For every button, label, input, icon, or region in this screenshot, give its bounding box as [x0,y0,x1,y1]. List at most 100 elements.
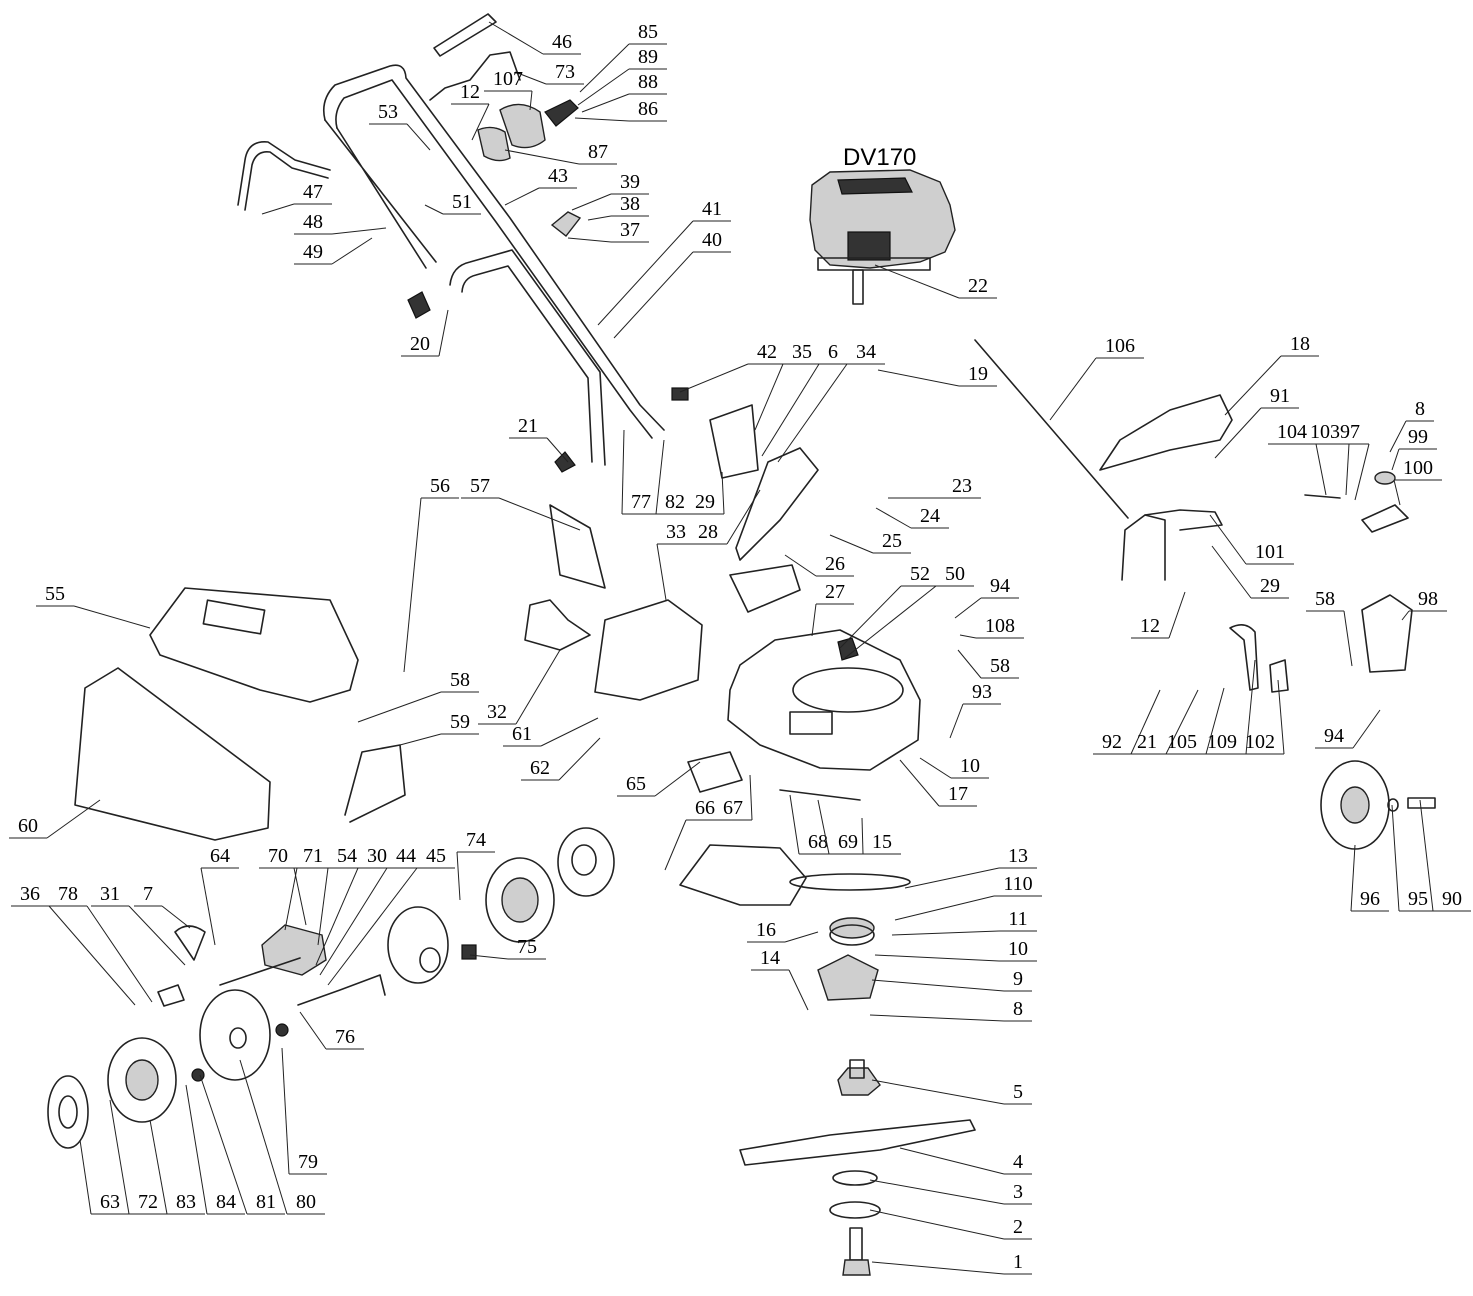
callout-number: 106 [1105,335,1135,357]
callout-88: 88 [581,71,667,113]
callout-number: 13 [1008,845,1028,867]
callout-leader-line [327,867,418,986]
callout-leader-line [654,761,701,797]
callout-leader-line [577,68,630,106]
callout-leader-line [954,597,982,619]
callout-number: 15 [872,831,892,853]
callout-number: 67 [723,797,743,819]
deck-rear-parts [679,751,861,906]
callout-70: 70 [259,845,298,931]
callout-number: 6 [828,341,838,363]
callout-leader-line [1391,804,1400,912]
callout-32: 32 [478,649,561,725]
callout-number: 72 [138,1191,158,1213]
callout-number: 34 [856,341,876,363]
callout-92: 92 [1093,689,1161,755]
callout-number: 29 [1260,575,1280,597]
callout-number: 4 [1013,1151,1023,1173]
callout-number: 107 [493,68,523,90]
callout-107: 107 [484,68,533,111]
callout-10: 10 [919,755,989,779]
callout-71: 71 [293,845,332,926]
callout-74: 74 [456,829,495,901]
callout-number: 94 [990,575,1010,597]
callout-leader-line [844,585,937,659]
callout-number: 79 [298,1151,318,1173]
callout-31: 31 [91,883,186,966]
callout-leader-line [331,227,387,235]
callout-number: 70 [268,845,288,867]
callout-leader-line [1343,610,1353,667]
callout-20: 20 [401,309,449,357]
callout-number: 108 [985,615,1015,637]
callout-leader-line [679,363,749,393]
callout-leader-line [315,867,359,966]
callout-number: 77 [631,491,651,513]
callout-number: 31 [100,883,120,905]
callout-number: 43 [548,165,568,187]
callout-66: 66 [664,797,724,871]
callout-number: 102 [1245,731,1275,753]
callout-leader-line [46,799,101,839]
callout-99: 99 [1391,426,1437,471]
callout-78: 78 [49,883,153,1003]
callout-number: 37 [620,219,640,241]
callout-109: 109 [1198,659,1256,755]
callout-number: 97 [1340,421,1360,443]
deflector-and-rod [974,339,1233,519]
callout-leader-line [761,363,820,457]
callout-leader-line [788,969,809,1011]
callout-number: 45 [426,845,446,867]
callout-number: 101 [1255,541,1285,563]
callout-number: 10 [1008,938,1028,960]
callout-leader-line [664,819,687,871]
callout-number: 22 [968,275,988,297]
engine-model-label: DV170 [843,144,916,171]
callout-leader-line [726,489,761,545]
callout-61: 61 [503,717,599,747]
fuel-parts [157,925,206,1007]
callout-19: 19 [877,363,997,387]
callout-number: 14 [760,947,780,969]
callout-91: 91 [1214,385,1299,459]
callout-52: 52 [839,563,939,649]
callout-leader-line [1049,357,1097,421]
callout-leader-line [357,691,442,723]
callout-number: 39 [620,171,640,193]
callout-number: 58 [450,669,470,691]
callout-leader-line [613,251,694,339]
callout-number: 49 [303,241,323,263]
callout-47: 47 [261,181,332,215]
callout-number: 66 [695,797,715,819]
callout-leader-line [656,543,667,601]
callout-63: 63 [79,1139,129,1215]
callout-leader-line [200,867,216,946]
callout-leader-line [919,757,952,779]
callout-15: 15 [861,817,901,855]
callout-number: 54 [337,845,357,867]
callout-number: 90 [1442,888,1462,910]
callout-58: 58 [1306,588,1353,667]
callout-leader-line [299,1011,327,1050]
height-adjust-lever [1229,624,1289,693]
callout-number: 96 [1360,888,1380,910]
callout-21: 21 [509,415,569,463]
callout-leader-line [597,220,694,326]
callout-leader-line [529,90,533,111]
callout-leader-line [754,363,784,431]
callout-leader-line [1393,479,1401,506]
callout-leader-line [261,203,295,215]
callout-102: 102 [1236,679,1285,755]
callout-35: 35 [754,341,821,431]
callout-10: 10 [874,938,1037,962]
callout-100: 100 [1393,457,1442,506]
callout-41: 41 [597,198,731,326]
callout-73: 73 [514,61,584,85]
callout-leader-line [749,774,753,821]
callout-leader-line [284,867,298,931]
callout-leader-line [469,954,509,960]
callout-number: 41 [702,198,722,220]
callout-37: 37 [567,219,649,243]
callout-number: 51 [452,191,472,213]
callout-68: 68 [789,794,837,855]
